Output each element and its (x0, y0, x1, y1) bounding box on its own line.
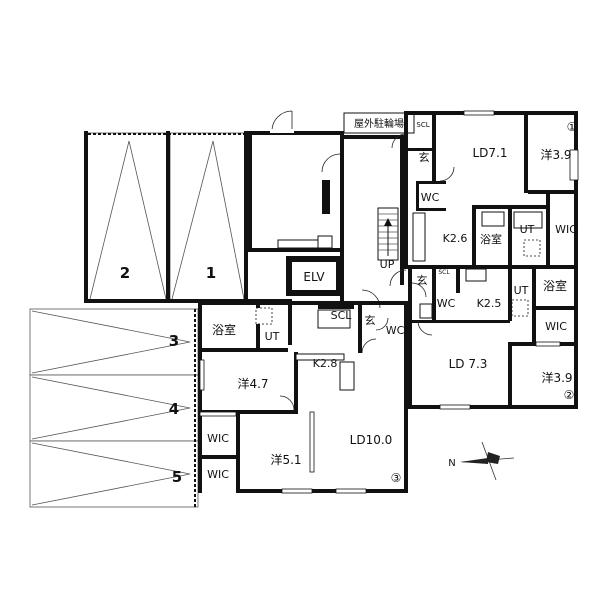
unit1-entrance-label: 玄 (419, 150, 430, 164)
unit3-utility-label: UT (265, 330, 280, 343)
unit3-marker: ③ (391, 471, 402, 485)
unit-2: SCL 玄 WC K2.5 UT 浴室 WIC LD 7.3 洋3.9 ② (408, 268, 578, 410)
unit3-wic-b-label: WIC (207, 468, 229, 481)
bay-3-label: 3 (169, 332, 179, 350)
common-area: UP ELV (248, 110, 407, 309)
unit3-western-a-label: 洋4.7 (237, 376, 268, 391)
elevator: ELV (286, 256, 342, 296)
unit3-wic-a-label: WIC (207, 432, 229, 445)
stair-up-label: UP (380, 258, 395, 271)
unit1-kitchen-label: K2.6 (443, 232, 468, 245)
unit1-wic-label: WIC (555, 223, 577, 236)
unit1-utility-label: UT (520, 223, 535, 236)
unit-1: SCL 玄 LD7.1 洋3.9 ① WC K2.6 浴室 UT WIC (391, 110, 579, 269)
unit2-bath-label: 浴室 (543, 278, 567, 293)
unit2-marker: ② (564, 388, 575, 402)
compass-icon: N (448, 441, 515, 481)
unit1-scl-label: SCL (416, 121, 429, 129)
unit3-western-b-label: 洋5.1 (270, 452, 301, 467)
unit3-bath-label: 浴室 (212, 322, 236, 337)
bay-5-label: 5 (172, 468, 182, 486)
unit1-bath-label: 浴室 (480, 232, 502, 246)
unit1-marker: ① (567, 120, 578, 134)
unit3-scl-label: SCL (331, 309, 353, 322)
bay-4-label: 4 (169, 400, 179, 418)
bay-1-label: 1 (206, 264, 216, 282)
unit2-western-label: 洋3.9 (541, 370, 572, 385)
bicycle-parking-label: 屋外駐輪場 (354, 117, 404, 130)
unit-3: SCL 玄 WC 浴室 UT K2.8 洋4.7 WIC WIC 洋5.1 LD… (198, 301, 408, 494)
unit1-wc-label: WC (421, 191, 440, 204)
unit2-utility-label: UT (514, 284, 529, 297)
staircase (377, 207, 399, 261)
unit3-wc-label: WC (386, 324, 405, 337)
unit3-ld-label: LD10.0 (350, 433, 393, 447)
bay-2-label: 2 (120, 264, 130, 282)
parking-bays-left (29, 308, 199, 508)
unit3-kitchen-label: K2.8 (313, 357, 338, 370)
unit2-ld-label: LD 7.3 (449, 357, 488, 371)
unit2-kitchen-label: K2.5 (477, 297, 502, 310)
unit1-ld-label: LD7.1 (472, 146, 507, 160)
parking-bay-numbers: 2 1 3 4 5 (120, 264, 216, 486)
unit1-western-label: 洋3.9 (540, 147, 571, 162)
unit2-wc-label: WC (437, 297, 456, 310)
compass-north-label: N (448, 458, 455, 469)
unit2-wic-label: WIC (545, 320, 567, 333)
unit2-entrance-label: 玄 (417, 273, 428, 287)
bicycle-parking: 屋外駐輪場 (343, 112, 415, 134)
parking-bays-top (84, 131, 292, 303)
unit2-scl-label: SCL (438, 269, 450, 276)
unit3-entrance-label: 玄 (365, 313, 376, 327)
elevator-label: ELV (303, 270, 325, 284)
